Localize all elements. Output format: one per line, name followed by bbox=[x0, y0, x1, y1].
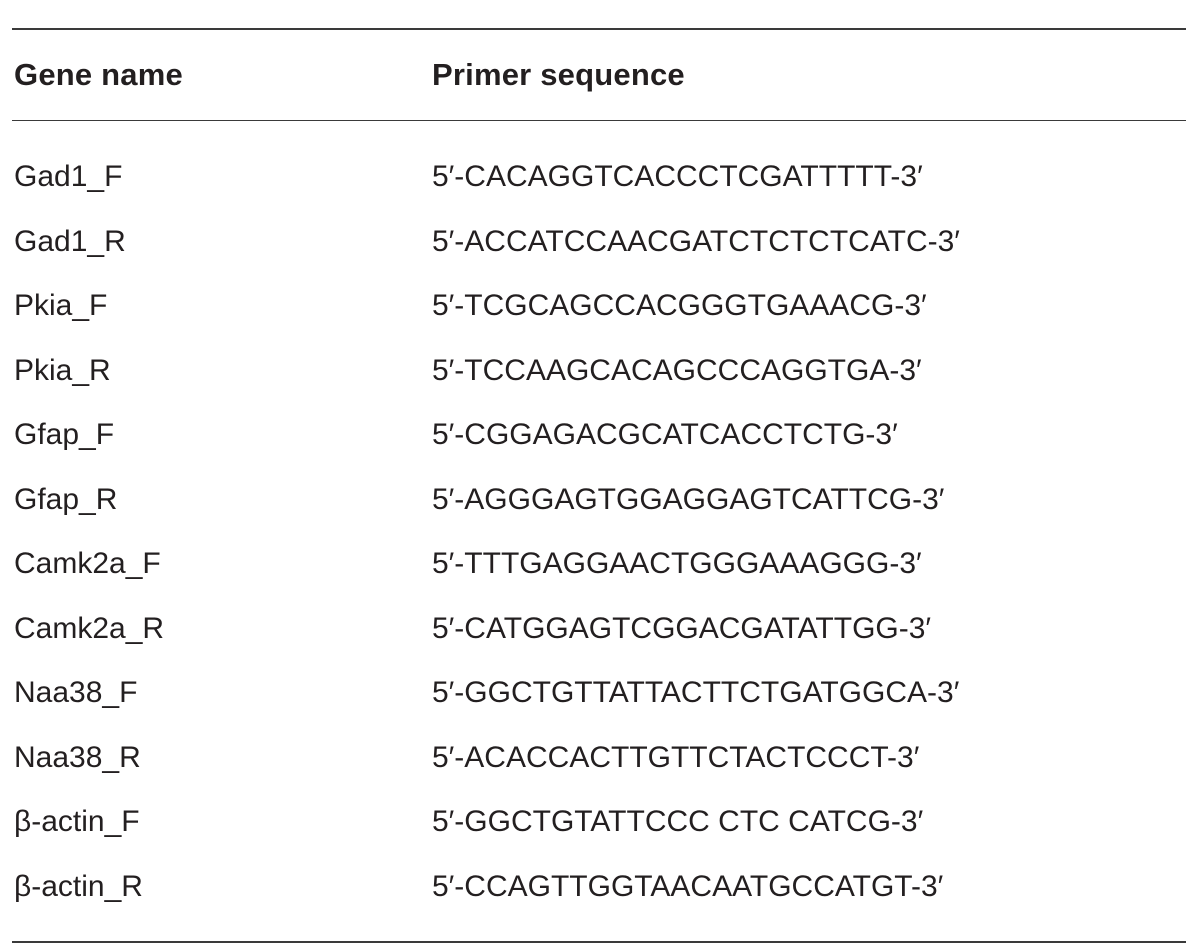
primer-sequence-cell: 5′-CATGGAGTCGGACGATATTGG-3′ bbox=[432, 611, 932, 645]
table-row: Gad1_R 5′-ACCATCCAACGATCTCTCTCATC-3′ bbox=[12, 210, 1186, 275]
primer-sequence-cell: 5′-ACCATCCAACGATCTCTCTCATC-3′ bbox=[432, 224, 960, 258]
table-row: β-actin_R 5′-CCAGTTGGTAACAATGCCATGT-3′ bbox=[12, 855, 1186, 920]
gene-name-cell: Gad1_F bbox=[14, 160, 123, 194]
table-row: Pkia_F 5′-TCGCAGCCACGGGTGAAACG-3′ bbox=[12, 274, 1186, 339]
gene-name-cell: Gfap_R bbox=[14, 482, 118, 516]
table-row: Naa38_F 5′-GGCTGTTATTACTTCTGATGGCA-3′ bbox=[12, 661, 1186, 726]
gene-name-cell: Naa38_F bbox=[14, 676, 138, 710]
gene-name-cell: Gfap_F bbox=[14, 418, 115, 452]
gene-name-cell: Pkia_R bbox=[14, 353, 111, 387]
table-top-rule bbox=[12, 28, 1186, 30]
primer-sequence-cell: 5′-AGGGAGTGGAGGAGTCATTCG-3′ bbox=[432, 482, 945, 516]
primer-sequence-cell: 5′-GGCTGTTATTACTTCTGATGGCA-3′ bbox=[432, 676, 960, 710]
primer-sequence-cell: 5′-GGCTGTATTCCC CTC CATCG-3′ bbox=[432, 805, 924, 839]
gene-name-cell: β-actin_R bbox=[14, 869, 143, 903]
table-row: Pkia_R 5′-TCCAAGCACAGCCCAGGTGA-3′ bbox=[12, 339, 1186, 404]
table-row: Camk2a_R 5′-CATGGAGTCGGACGATATTGG-3′ bbox=[12, 597, 1186, 662]
header-gene-name: Gene name bbox=[14, 57, 183, 92]
primer-sequence-cell: 5′-TTTGAGGAACTGGGAAAGGG-3′ bbox=[432, 547, 922, 581]
primer-sequence-cell: 5′-TCCAAGCACAGCCCAGGTGA-3′ bbox=[432, 353, 922, 387]
table-bottom-rule bbox=[12, 941, 1186, 943]
gene-name-cell: Gad1_R bbox=[14, 224, 126, 258]
table-header-rule bbox=[12, 120, 1186, 121]
gene-name-cell: Naa38_R bbox=[14, 740, 141, 774]
table-row: Gfap_R 5′-AGGGAGTGGAGGAGTCATTCG-3′ bbox=[12, 468, 1186, 533]
header-primer-sequence: Primer sequence bbox=[432, 57, 685, 92]
gene-name-cell: Pkia_F bbox=[14, 289, 108, 323]
primer-sequence-cell: 5′-CCAGTTGGTAACAATGCCATGT-3′ bbox=[432, 869, 944, 903]
gene-name-cell: β-actin_F bbox=[14, 805, 140, 839]
primer-sequence-cell: 5′-CACAGGTCACCCTCGATTTTT-3′ bbox=[432, 160, 923, 194]
table-body: Gad1_F 5′-CACAGGTCACCCTCGATTTTT-3′ Gad1_… bbox=[12, 121, 1186, 941]
table-row: Gad1_F 5′-CACAGGTCACCCTCGATTTTT-3′ bbox=[12, 145, 1186, 210]
table-row: β-actin_F 5′-GGCTGTATTCCC CTC CATCG-3′ bbox=[12, 790, 1186, 855]
gene-name-cell: Camk2a_R bbox=[14, 611, 165, 645]
table-row: Camk2a_F 5′-TTTGAGGAACTGGGAAAGGG-3′ bbox=[12, 532, 1186, 597]
primer-sequence-cell: 5′-ACACCACTTGTTCTACTCCCT-3′ bbox=[432, 740, 920, 774]
primer-sequence-cell: 5′-CGGAGACGCATCACCTCTG-3′ bbox=[432, 418, 898, 452]
primer-table: Gene name Primer sequence Gad1_F 5′-CACA… bbox=[12, 28, 1186, 943]
table-row: Naa38_R 5′-ACACCACTTGTTCTACTCCCT-3′ bbox=[12, 726, 1186, 791]
table-header-row: Gene name Primer sequence bbox=[12, 30, 1186, 120]
table-row: Gfap_F 5′-CGGAGACGCATCACCTCTG-3′ bbox=[12, 403, 1186, 468]
gene-name-cell: Camk2a_F bbox=[14, 547, 161, 581]
primer-sequence-cell: 5′-TCGCAGCCACGGGTGAAACG-3′ bbox=[432, 289, 927, 323]
